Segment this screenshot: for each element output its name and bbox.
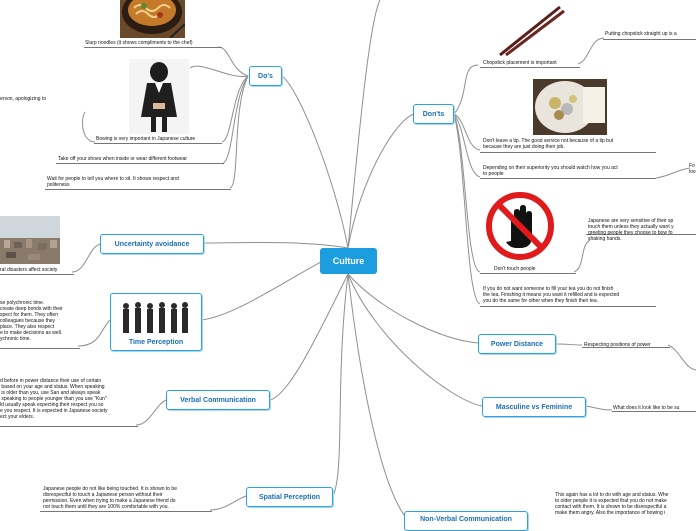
- branch-masculine-vs-feminine[interactable]: Masculine vs Feminine: [482, 397, 586, 417]
- leaf-chopstick-upright[interactable]: Putting chopstick straight up is a: [605, 31, 677, 37]
- leaf-chopstick-placement[interactable]: Chopstick placement is important: [483, 60, 557, 66]
- center-node[interactable]: Culture: [320, 248, 377, 274]
- branch-verbal-communication[interactable]: Verbal Communication: [166, 390, 270, 410]
- branch-spatial-perception[interactable]: Spatial Perception: [246, 487, 333, 507]
- leaf-superiority[interactable]: Depending on their superiority you shoul…: [483, 165, 618, 177]
- leaf-polychronic-time[interactable]: se polychronic time. create deep bonds w…: [0, 300, 63, 342]
- leaf-natural-disasters[interactable]: ral disasters affect society: [0, 267, 58, 273]
- branch-uncertainty-avoidance[interactable]: Uncertainty avoidance: [100, 234, 204, 254]
- branch-donts[interactable]: Don'ts: [413, 104, 454, 124]
- coins-tip-image: [533, 79, 607, 135]
- leaf-non-verbal-text[interactable]: This again has a lot to do with age and …: [555, 492, 669, 516]
- leaf-apologizing[interactable]: erson, apologizing to: [0, 96, 47, 102]
- leaf-dont-touch-people[interactable]: Don't touch people: [494, 266, 536, 272]
- leaf-respecting-power[interactable]: Respecting positions of power: [584, 342, 651, 348]
- leaf-tea-refill[interactable]: If you do not want someone to fill your …: [483, 286, 620, 304]
- bowing-woman-image: [129, 59, 189, 134]
- branch-power-distance[interactable]: Power Distance: [478, 334, 556, 354]
- no-touch-sign-image: [483, 189, 557, 263]
- leaf-no-tip[interactable]: Don't leave a tip. The good service not …: [483, 138, 614, 150]
- leaf-wait-to-sit[interactable]: Wait for people to tell you where to sit…: [47, 176, 179, 188]
- leaf-slurp-noodles[interactable]: Slurp noodles (it shows compliments to t…: [85, 40, 193, 46]
- leaf-take-off-shoes[interactable]: Take off your shoes when inside or wear …: [58, 156, 188, 162]
- leaf-spatial-perception-text[interactable]: Japanese people do not like being touche…: [43, 486, 177, 510]
- business-people-image: [118, 298, 192, 336]
- noodles-image: [120, 0, 186, 39]
- branch-non-verbal-communication[interactable]: Non-Verbal Communication: [404, 511, 528, 531]
- leaf-what-does-it-look-like[interactable]: What does it look like to be su: [613, 405, 680, 411]
- branch-dos[interactable]: Do's: [249, 66, 282, 86]
- city-disaster-image: [0, 216, 60, 264]
- leaf-bowing[interactable]: Bowing is very important in Japanese cul…: [96, 136, 196, 142]
- connector-lines: [71, 0, 696, 516]
- leaf-sensitive-space[interactable]: Japanese are very sensitive of their sp …: [588, 218, 674, 242]
- leaf-verbal-communication-text[interactable]: d before in power distance their use of …: [0, 378, 108, 420]
- chopsticks-image: [492, 1, 566, 57]
- leaf-cut-off-right[interactable]: Fo loo: [689, 163, 696, 175]
